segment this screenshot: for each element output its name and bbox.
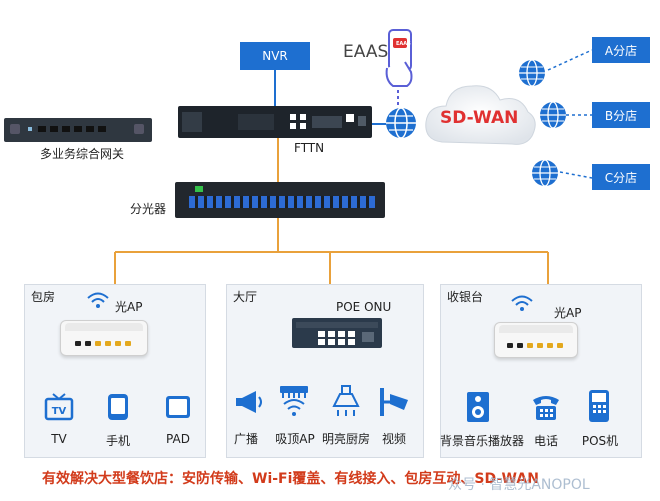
fttn-device bbox=[178, 106, 372, 138]
room-title: 包房 bbox=[31, 290, 56, 304]
tv-icon: TV bbox=[44, 393, 74, 421]
footer-headline: 有效解决大型餐饮店：安防传输、Wi-Fi覆盖、有线接入、包房互动、SD-WAN bbox=[42, 471, 539, 487]
kitchen-hood-icon bbox=[332, 385, 360, 416]
cashier-panel: 收银台 bbox=[440, 284, 642, 458]
pos-icon bbox=[589, 390, 609, 422]
device-label: 手机 bbox=[105, 434, 130, 448]
device-label: 明亮厨房 bbox=[321, 432, 370, 446]
fttn-label: FTTN bbox=[294, 141, 325, 155]
cashier-title: 收银台 bbox=[447, 290, 484, 304]
branch-a-label: A分店 bbox=[604, 43, 638, 58]
sdwan-label: SD-WAN bbox=[440, 108, 519, 128]
nvr-label: NVR bbox=[262, 49, 288, 63]
room-ap-device bbox=[60, 320, 148, 356]
globe-icon bbox=[519, 59, 545, 87]
hall-panel: 大厅 bbox=[226, 284, 424, 458]
phone-icon bbox=[108, 394, 128, 420]
branch-b-badge: B分店 bbox=[592, 102, 650, 128]
device-label: 视频 bbox=[381, 432, 406, 446]
branch-b-label: B分店 bbox=[604, 108, 638, 123]
eaas-phone-text: EAAS bbox=[396, 41, 411, 47]
wifi-icon bbox=[511, 295, 533, 311]
device-label: PAD bbox=[166, 432, 190, 446]
eaas-phone-icon bbox=[385, 29, 413, 87]
sdwan-cloud bbox=[425, 85, 536, 145]
gateway-label: 多业务综合网关 bbox=[40, 147, 125, 161]
globe-icon bbox=[532, 159, 558, 187]
svg-text:TV: TV bbox=[52, 406, 67, 417]
nvr-badge: NVR bbox=[240, 42, 310, 70]
splitter-label: 分光器 bbox=[130, 202, 167, 216]
watermark: 众号 · 智慧光ANOPOL bbox=[448, 477, 590, 493]
room-ap-label: 光AP bbox=[115, 300, 143, 314]
wifi-icon bbox=[87, 292, 109, 308]
branch-c-badge: C分店 bbox=[592, 164, 650, 190]
hall-title: 大厅 bbox=[233, 290, 258, 304]
device-label: 电话 bbox=[533, 434, 558, 448]
device-label: 背景音乐播放器 bbox=[439, 434, 524, 448]
cashier-ap-device bbox=[494, 322, 578, 358]
branch-c-label: C分店 bbox=[604, 170, 638, 185]
eaas-label: EAAS bbox=[343, 42, 389, 62]
device-label: 广播 bbox=[233, 432, 258, 446]
globe-icon bbox=[386, 107, 416, 139]
device-label: 吸顶AP bbox=[275, 432, 315, 446]
speaker-icon bbox=[467, 392, 489, 422]
hall-onu-label: POE ONU bbox=[336, 300, 392, 314]
hall-onu-device bbox=[292, 318, 382, 348]
branch-a-badge: A分店 bbox=[592, 37, 650, 63]
device-label: TV bbox=[51, 432, 67, 446]
megaphone-icon bbox=[236, 391, 262, 413]
gateway-device bbox=[4, 118, 152, 142]
telephone-icon bbox=[533, 396, 559, 420]
splitter-device bbox=[175, 182, 385, 218]
globe-icon bbox=[540, 101, 566, 129]
camera-icon bbox=[380, 388, 408, 416]
cashier-ap-label: 光AP bbox=[554, 306, 582, 320]
tablet-icon bbox=[166, 396, 190, 418]
room-panel: 包房 bbox=[24, 284, 206, 458]
ceiling-ap-icon bbox=[280, 386, 308, 416]
device-label: POS机 bbox=[581, 434, 619, 448]
